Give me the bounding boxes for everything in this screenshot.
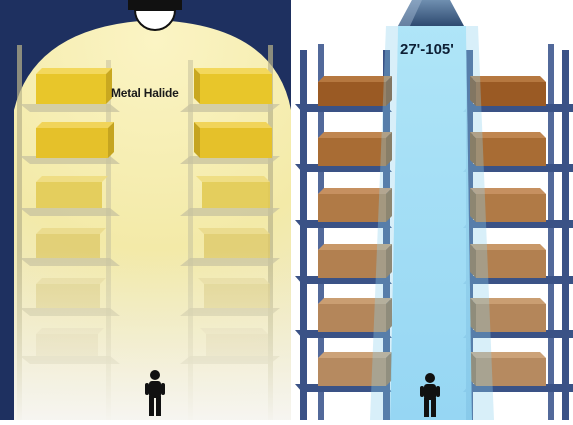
metal-halide-label: Metal Halide <box>111 86 179 100</box>
light-beam <box>390 26 472 420</box>
metal-halide-panel <box>0 0 291 420</box>
led-panel <box>295 0 573 420</box>
mounting-height-label: 27'-105' <box>400 41 454 58</box>
panel-divider <box>291 0 295 420</box>
